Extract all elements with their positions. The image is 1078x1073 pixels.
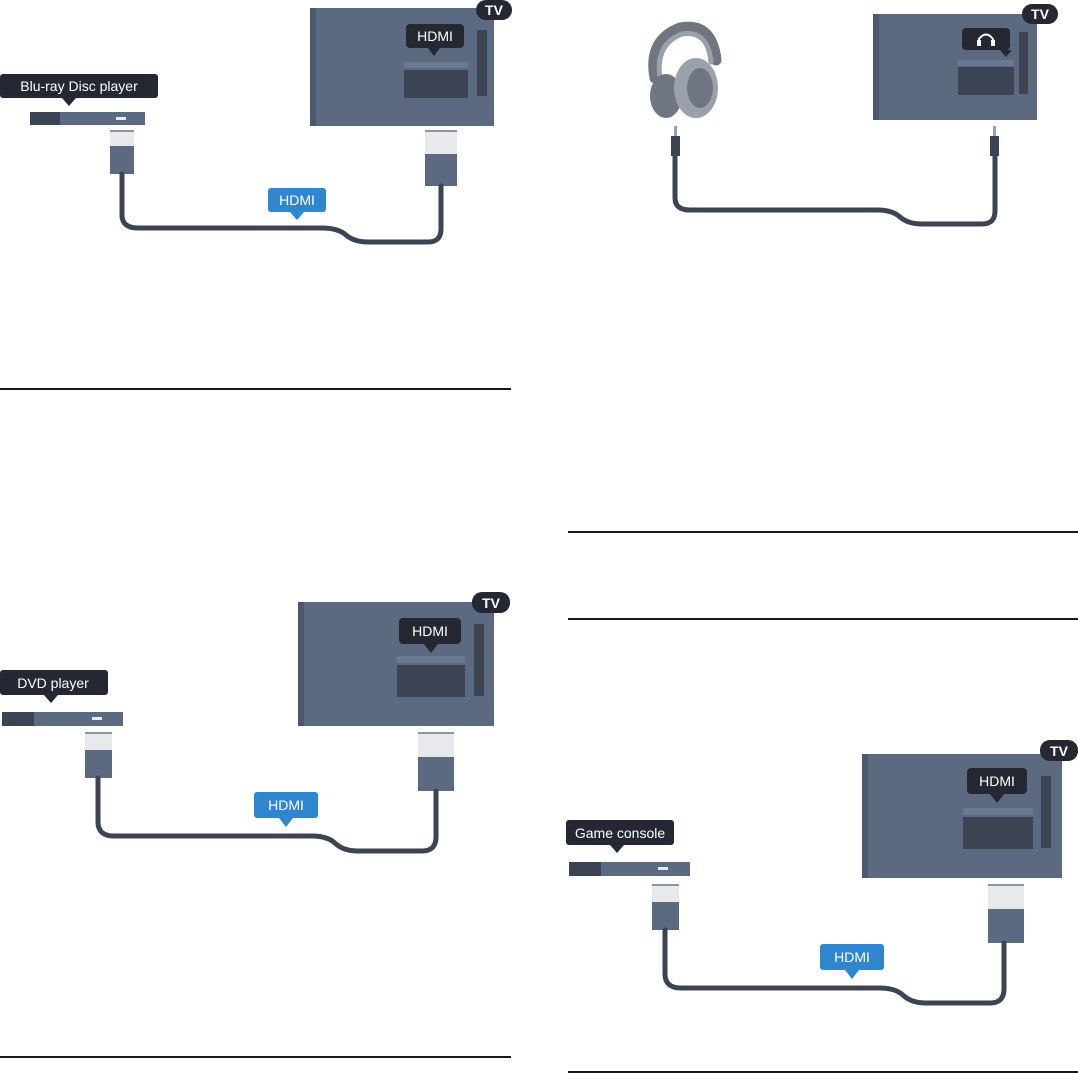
bluray-device-label: Blu-ray Disc player: [20, 78, 138, 94]
bluray-cable: [119, 171, 444, 245]
divider-rule: [568, 1071, 1078, 1073]
game-port-label: HDMI: [979, 773, 1015, 789]
dvd-diagram: HDMI TV DVD player HDMI: [0, 592, 510, 854]
game-diagram: HDMI TV Game console HDMI: [566, 740, 1078, 1006]
dvd-player: DVD player: [0, 670, 123, 726]
bluray-player: Blu-ray Disc player: [0, 74, 158, 125]
bluray-tv-badge: TV: [485, 2, 504, 18]
game-tv-badge: TV: [1050, 743, 1069, 759]
game-console: Game console: [566, 820, 690, 876]
game-cable-label: HDMI: [834, 949, 870, 965]
dvd-cable-label: HDMI: [268, 797, 304, 813]
bluray-tv: HDMI TV: [310, 0, 512, 126]
headphones-device: [648, 21, 722, 118]
divider-rule: [568, 618, 1078, 620]
dvd-port-label: HDMI: [412, 623, 448, 639]
bluray-plugs: [110, 130, 457, 186]
dvd-tv-badge: TV: [482, 595, 501, 611]
divider-rule: [0, 388, 511, 390]
bluray-cable-label: HDMI: [279, 192, 315, 208]
divider-rule: [568, 531, 1078, 533]
headphones-jacks: [671, 126, 999, 156]
bluray-diagram: HDMI TV Blu-ray Disc player HDMI: [0, 0, 512, 245]
headphones-diagram: TV: [648, 4, 1058, 227]
game-cable: [662, 927, 1007, 1006]
dvd-plugs: [85, 732, 454, 791]
dvd-tv: HDMI TV: [298, 592, 510, 726]
headphone-icon: [977, 33, 995, 46]
game-device-label: Game console: [575, 825, 665, 841]
bluray-port-label: HDMI: [417, 28, 453, 44]
divider-rule: [0, 1056, 511, 1058]
headphones-cable: [672, 153, 998, 227]
game-tv: HDMI TV: [862, 740, 1078, 878]
dvd-device-label: DVD player: [17, 675, 89, 691]
headphones-tv-badge: TV: [1031, 6, 1050, 22]
headphones-tv: TV: [873, 4, 1058, 120]
game-plugs: [652, 884, 1024, 943]
dvd-cable: [95, 775, 439, 854]
